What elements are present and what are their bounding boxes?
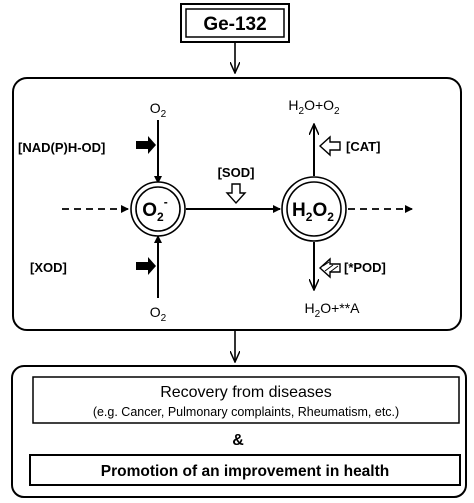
conjunction-ampersand: & bbox=[232, 432, 244, 449]
sod-hollow-arrow-icon bbox=[225, 183, 247, 205]
xod-block-arrow-icon bbox=[136, 257, 156, 275]
o2-top-label: O2 bbox=[150, 100, 167, 120]
promotion-box bbox=[29, 454, 461, 486]
product-h2o-a: H2O+**A bbox=[305, 300, 361, 320]
h2o2-node: H2O2 bbox=[281, 176, 347, 242]
recovery-title: Recovery from diseases bbox=[160, 384, 332, 401]
h2o2-label: H2O2 bbox=[292, 200, 334, 224]
superoxide-label: O2- bbox=[142, 195, 167, 224]
pod-hatched-arrow-icon bbox=[318, 257, 341, 279]
enzyme-sod: [SOD] bbox=[218, 165, 255, 180]
superoxide-node: O2- bbox=[130, 181, 186, 237]
enzyme-nadph-od: [NAD(P)H-OD] bbox=[18, 140, 105, 155]
o2-bottom-label: O2 bbox=[150, 304, 167, 324]
promotion-label: Promotion of an improvement in health bbox=[101, 463, 390, 480]
cat-hollow-arrow-icon bbox=[318, 135, 341, 157]
recovery-box bbox=[32, 376, 460, 424]
enzyme-xod: [XOD] bbox=[30, 260, 67, 275]
nadph-block-arrow-icon bbox=[136, 136, 156, 154]
enzyme-pod: [*POD] bbox=[344, 260, 386, 275]
ge132-box: Ge-132 bbox=[180, 3, 290, 43]
product-h2o-o2: H2O+O2 bbox=[288, 97, 340, 117]
recovery-examples: (e.g. Cancer, Pulmonary complaints, Rheu… bbox=[93, 405, 399, 419]
ge132-label: Ge-132 bbox=[203, 14, 266, 35]
reaction-panel bbox=[12, 77, 462, 331]
enzyme-cat: [CAT] bbox=[346, 139, 380, 154]
